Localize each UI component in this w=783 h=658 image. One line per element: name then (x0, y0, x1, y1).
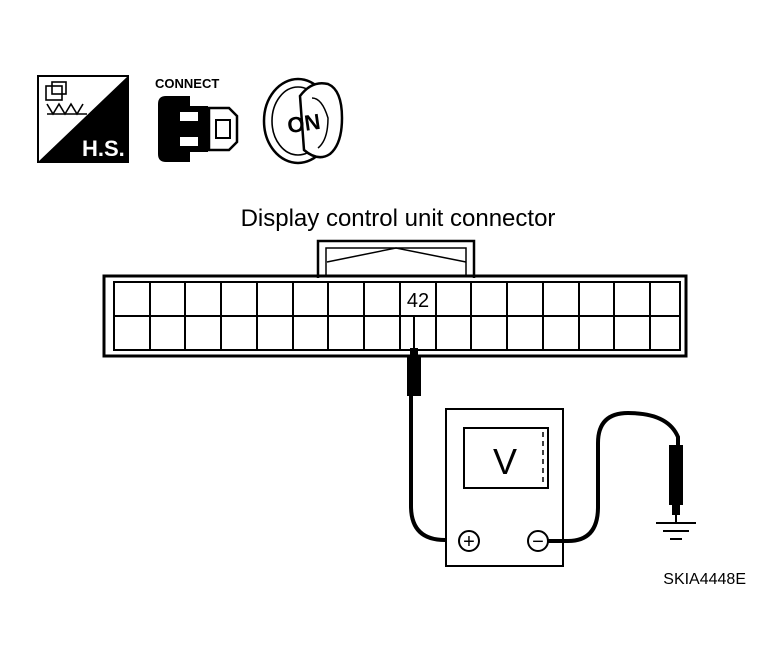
figure-id: SKIA4448E (663, 571, 746, 588)
connector-connect-icon: CONNECT (155, 76, 239, 162)
terminal-number: 42 (407, 290, 429, 312)
connector-body (102, 239, 688, 358)
positive-probe (407, 316, 463, 542)
positive-terminal: + (458, 530, 480, 553)
harness-service-icon: H.S. (37, 75, 129, 163)
ignition-on-label: ON (286, 109, 322, 138)
negative-symbol: − (532, 531, 544, 553)
ground-symbol (656, 522, 696, 540)
positive-symbol: + (463, 531, 475, 553)
voltmeter: V + − (445, 408, 564, 567)
hs-label: H.S. (82, 136, 125, 161)
connect-label: CONNECT (155, 76, 219, 91)
ignition-key-icon: ON (262, 77, 344, 165)
terminal-cavity-grid (149, 282, 651, 350)
negative-probe (548, 410, 683, 543)
connector-title: Display control unit connector (241, 205, 556, 232)
meter-display-label: V (493, 441, 517, 482)
